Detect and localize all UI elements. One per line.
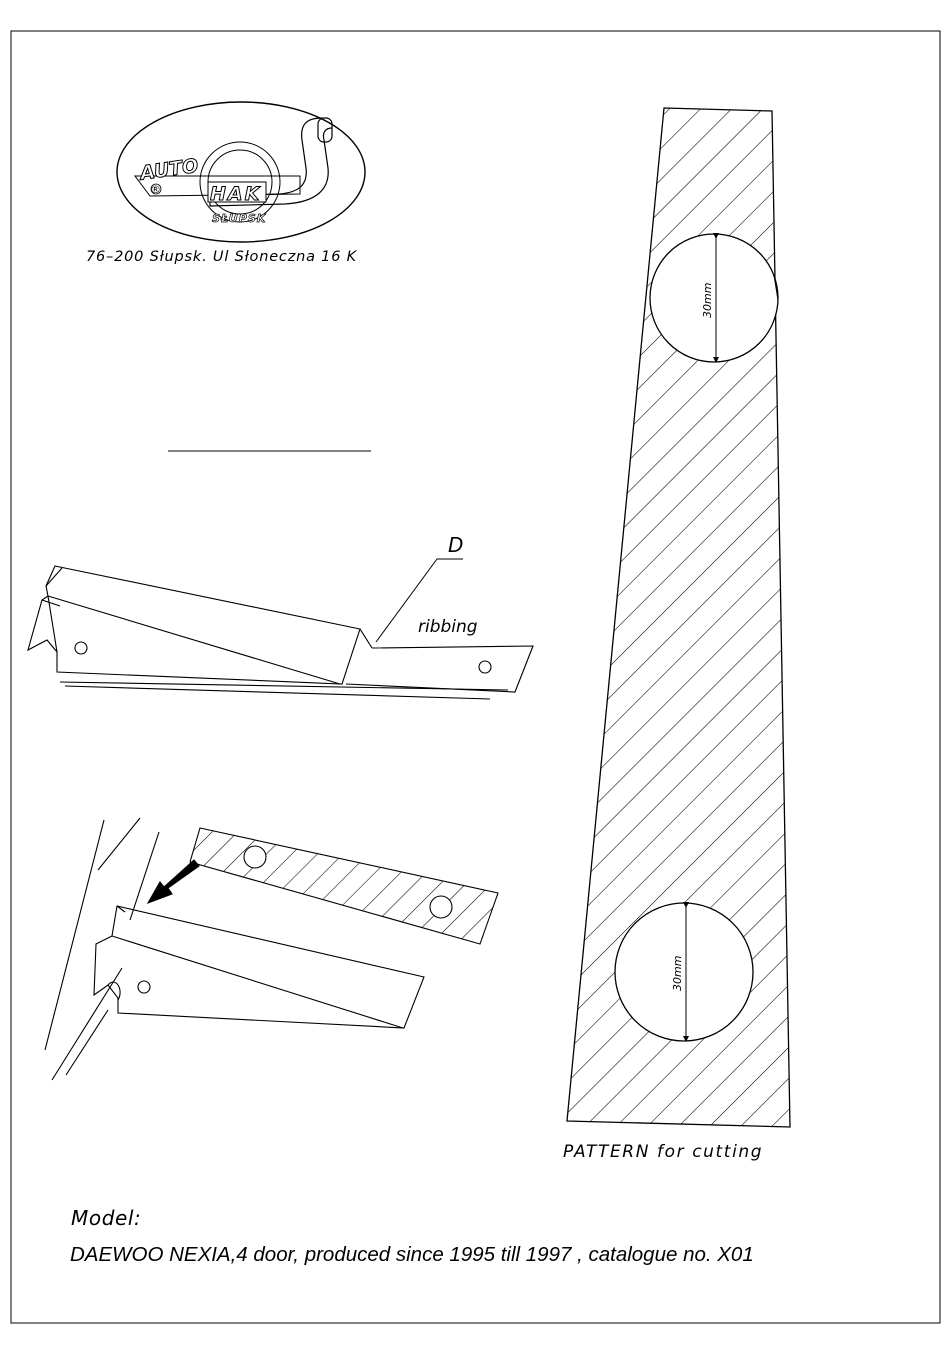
company-logo: AUTO HAK SŁUPSK ® xyxy=(117,102,365,242)
pattern-hole-top xyxy=(650,234,778,362)
bracket-exploded xyxy=(45,818,498,1080)
logo-word-slupsk: SŁUPSK xyxy=(212,212,267,225)
logo-word-hak: HAK xyxy=(210,183,261,205)
label-ribbing: ribbing xyxy=(418,617,478,637)
pattern-caption: PATTERN for cutting xyxy=(563,1142,763,1162)
model-label: Model: xyxy=(71,1206,141,1230)
label-d: D xyxy=(448,533,463,557)
logo-word-auto: AUTO xyxy=(137,155,200,185)
model-description: DAEWOO NEXIA,4 door, produced since 1995… xyxy=(70,1243,754,1267)
pattern-hole-bottom xyxy=(615,903,753,1041)
page-border xyxy=(11,31,940,1323)
logo-registered-mark: ® xyxy=(150,183,161,196)
cutting-pattern: 30mm 30mm xyxy=(567,108,790,1127)
dimension-top: 30mm xyxy=(701,283,714,318)
dimension-bottom: 30mm xyxy=(671,956,684,991)
company-address: 76–200 Słupsk. Ul Słoneczna 16 K xyxy=(86,249,357,265)
